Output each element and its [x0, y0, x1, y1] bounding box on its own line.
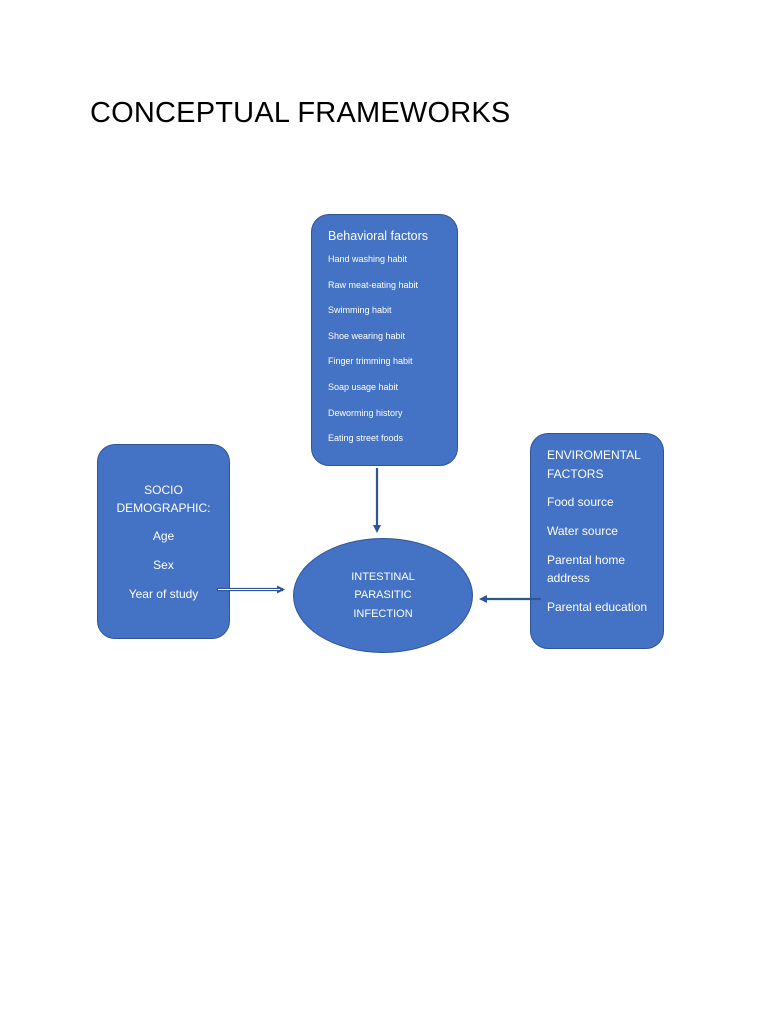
socio-demographic-title: SOCIO DEMOGRAPHIC:	[116, 483, 211, 515]
socio-demographic-item: Sex	[153, 558, 174, 572]
behavioral-factor-item: Soap usage habit	[328, 381, 399, 392]
behavioral-factors-title: Behavioral factors	[328, 229, 429, 243]
outcome-label: INTESTINAL PARASITIC INFECTION	[351, 570, 415, 620]
behavioral-factors-box: Behavioral factors Hand washing habit Ra…	[311, 214, 458, 466]
socio-demographic-item: Year of study	[128, 587, 199, 601]
environmental-factors-title: ENVIROMENTAL FACTORS	[547, 448, 641, 481]
behavioral-factor-item: Eating street foods	[328, 433, 404, 444]
environmental-factor-item: Food source	[547, 495, 614, 509]
socio-demographic-box: SOCIO DEMOGRAPHIC: Age Sex Year of study	[97, 444, 230, 639]
behavioral-factor-item: Finger trimming habit	[328, 356, 413, 367]
behavioral-factor-item: Shoe wearing habit	[328, 330, 406, 341]
behavioral-factor-item: Hand washing habit	[328, 254, 408, 264]
page-title: CONCEPTUAL FRAMEWORKS	[90, 97, 511, 129]
behavioral-factor-item: Deworming history	[328, 407, 403, 418]
socio-demographic-item: Age	[152, 529, 175, 543]
behavioral-factor-item: Raw meat-eating habit	[328, 279, 419, 290]
behavioral-factor-item: Swimming habit	[328, 305, 392, 316]
environmental-factors-box: ENVIROMENTAL FACTORS Food source Water s…	[530, 433, 664, 649]
environmental-factor-item: Parental home address	[547, 553, 626, 585]
intestinal-parasitic-infection-node: INTESTINAL PARASITIC INFECTION	[293, 538, 473, 653]
environmental-factor-item: Water source	[547, 524, 618, 538]
environmental-factor-item: Parental education	[547, 600, 648, 614]
